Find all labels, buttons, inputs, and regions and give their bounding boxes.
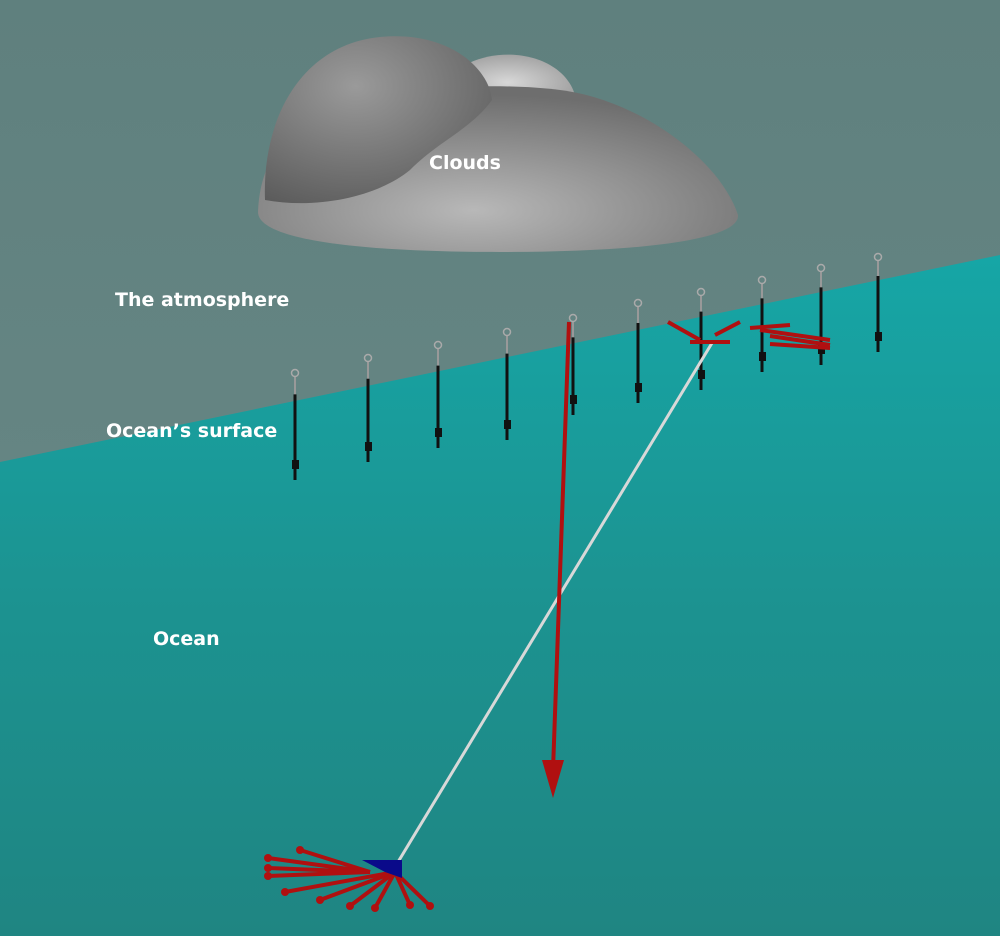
buoy [696,287,706,390]
buoy [757,275,767,372]
red-arrow [714,320,741,337]
red-arrow [667,320,701,342]
buoy [290,368,300,480]
red-arrow [393,870,434,910]
red-arrow [371,871,397,912]
red-arrow [759,328,831,342]
buoy [816,263,826,365]
label-clouds: Clouds [429,152,501,174]
acoustic-path-line [396,342,714,863]
vertical-red-arrow [542,321,571,798]
red-arrow [281,870,396,896]
red-arrow [296,846,371,874]
red-arrow [393,871,414,909]
red-arrow [316,870,396,904]
ocean-region [0,255,1000,936]
buoy [873,252,883,352]
clouds-shape [258,36,739,252]
buoy [568,313,578,415]
label-ocean: Ocean [153,628,220,650]
sensor-icon [362,860,402,878]
buoy [363,353,373,462]
red-arrow [769,334,831,347]
buoy [502,327,512,440]
red-arrow-fan [264,846,434,912]
surface-red-arrows [667,320,831,350]
red-arrow [346,870,397,910]
red-arrow [769,342,831,350]
buoy [633,298,643,403]
red-arrow [264,870,371,880]
buoy-array [290,252,883,480]
buoy [433,340,443,448]
label-atmosphere: The atmosphere [115,289,290,311]
label-ocean-surface: Ocean’s surface [106,420,278,442]
red-arrow [749,323,791,330]
